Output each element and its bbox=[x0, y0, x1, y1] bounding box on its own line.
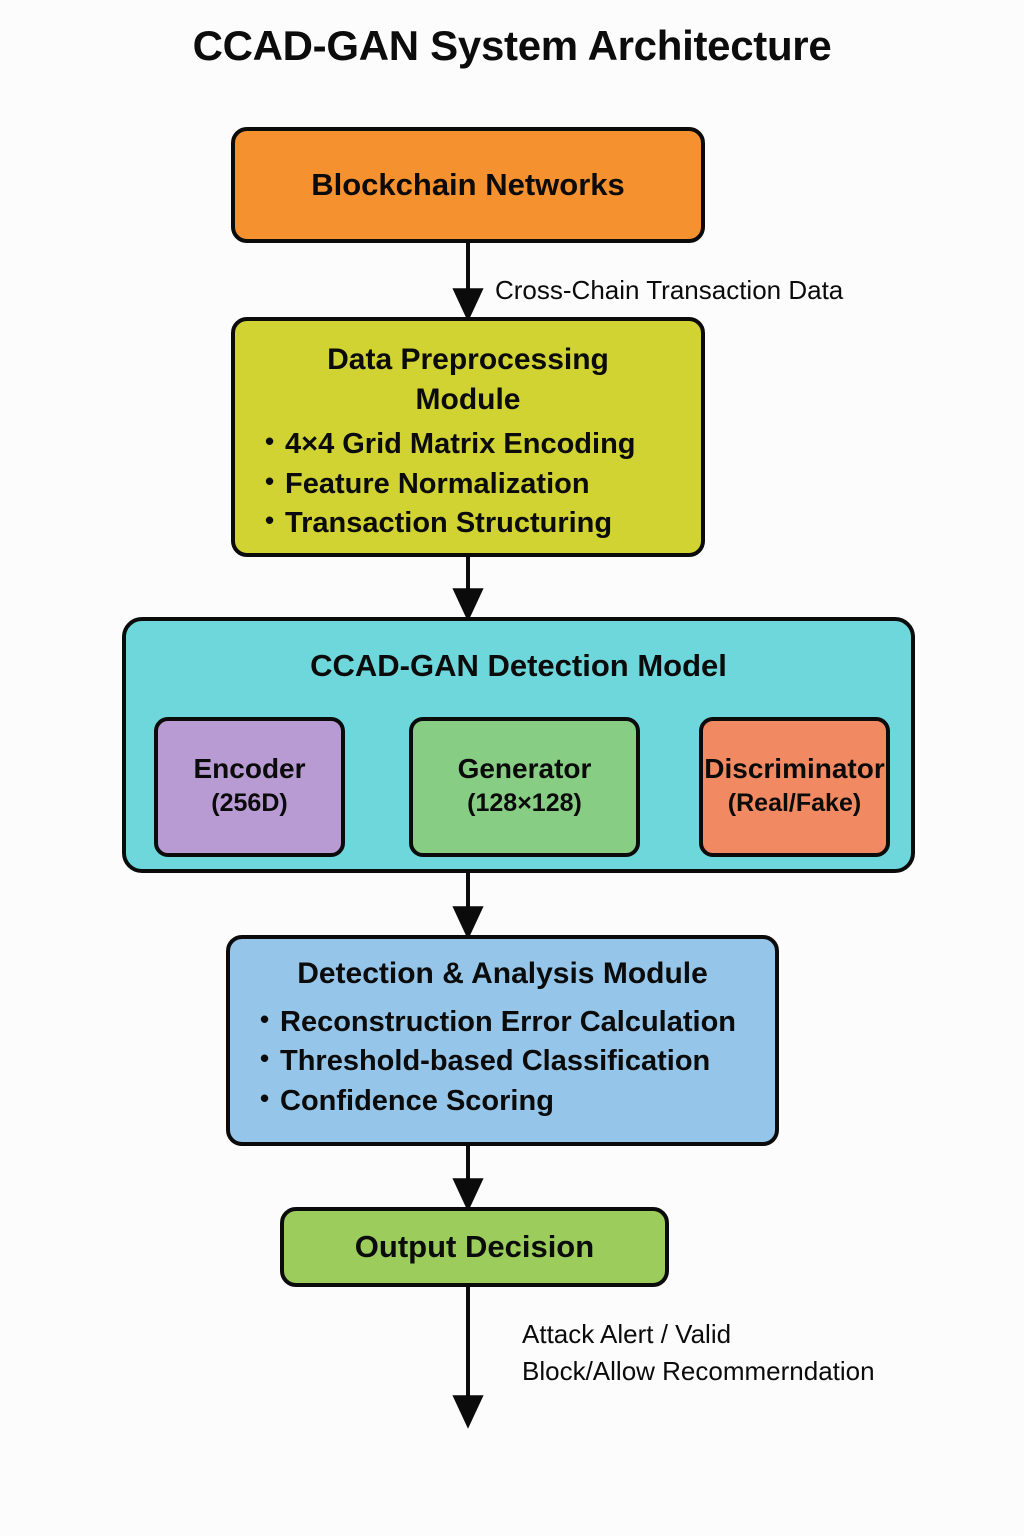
node-discriminator-label: Discriminator bbox=[704, 752, 885, 784]
analysis-bullet-list: Reconstruction Error Calculation Thresho… bbox=[230, 1002, 775, 1121]
list-item: Feature Normalization bbox=[259, 464, 701, 504]
edge-label-cross-chain-transaction-data: Cross-Chain Transaction Data bbox=[495, 275, 844, 305]
node-detection-analysis-module[interactable]: Detection & Analysis Module Reconstructi… bbox=[226, 935, 779, 1146]
node-ccad-gan-detection-model[interactable]: CCAD-GAN Detection Model Encoder (256D) … bbox=[122, 617, 915, 873]
node-encoder-detail: (256D) bbox=[211, 788, 288, 817]
node-preprocessing-heading-line2: Module bbox=[415, 382, 521, 416]
node-generator[interactable]: Generator (128×128) bbox=[409, 717, 640, 857]
node-generator-detail: (128×128) bbox=[467, 788, 582, 817]
node-blockchain-networks[interactable]: Blockchain Networks bbox=[231, 127, 705, 243]
list-item: 4×4 Grid Matrix Encoding bbox=[259, 424, 701, 464]
node-output-decision-label: Output Decision bbox=[354, 1229, 595, 1264]
node-encoder[interactable]: Encoder (256D) bbox=[154, 717, 345, 857]
page-title: CCAD-GAN System Architecture bbox=[192, 22, 832, 69]
edge-label-output-line2: Block/Allow Recommerndation bbox=[522, 1355, 875, 1386]
node-preprocessing-heading: Data Preprocessing Module bbox=[235, 340, 701, 419]
node-detection-model-heading: CCAD-GAN Detection Model bbox=[310, 648, 727, 683]
node-data-preprocessing-module[interactable]: Data Preprocessing Module 4×4 Grid Matri… bbox=[231, 317, 705, 557]
list-item: Confidence Scoring bbox=[254, 1081, 775, 1121]
list-item: Threshold-based Classification bbox=[254, 1041, 775, 1081]
node-output-decision[interactable]: Output Decision bbox=[280, 1207, 669, 1287]
node-discriminator[interactable]: Discriminator (Real/Fake) bbox=[699, 717, 890, 857]
edge-label-output-result: Attack Alert / Valid Block/Allow Recomme… bbox=[522, 1316, 875, 1390]
node-analysis-heading: Detection & Analysis Module bbox=[297, 957, 708, 990]
edge-label-output-line1: Attack Alert / Valid bbox=[522, 1319, 732, 1349]
detection-model-subnodes: Encoder (256D) Generator (128×128) Discr… bbox=[126, 717, 919, 857]
node-discriminator-detail: (Real/Fake) bbox=[727, 788, 862, 817]
list-item: Reconstruction Error Calculation bbox=[254, 1002, 775, 1042]
node-blockchain-networks-label: Blockchain Networks bbox=[311, 167, 625, 202]
node-encoder-label: Encoder bbox=[193, 752, 306, 784]
node-generator-label: Generator bbox=[457, 752, 592, 784]
list-item: Transaction Structuring bbox=[259, 503, 701, 543]
node-preprocessing-heading-line1: Data Preprocessing bbox=[327, 343, 609, 376]
preprocessing-bullet-list: 4×4 Grid Matrix Encoding Feature Normali… bbox=[235, 424, 701, 543]
